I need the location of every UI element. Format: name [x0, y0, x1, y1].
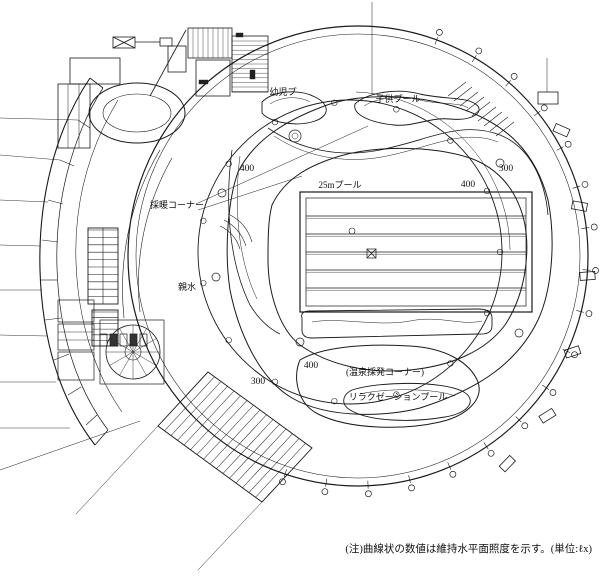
illuminance-400-mid-right: 400 — [461, 180, 476, 190]
illuminance-300-bottom-left: 300 — [251, 377, 266, 387]
footnote: (注)曲線状の数値は維持水平面照度を示す。(単位:ℓx) — [345, 542, 592, 555]
illuminance-contours — [226, 96, 553, 428]
locker-lines — [192, 28, 268, 92]
perimeter-columns — [279, 29, 599, 498]
kids-pool-label: 子供プール — [375, 93, 420, 104]
stream-curves — [219, 127, 549, 335]
illuminance-values: 400 300 400 400 300 — [240, 164, 514, 387]
stairs-main — [87, 227, 119, 347]
annex-partitions — [41, 119, 98, 426]
kids-pool — [354, 90, 480, 126]
infant-pool — [261, 91, 327, 143]
building-outline — [127, 25, 589, 487]
annex-leader-lines — [0, 117, 79, 429]
onsen-corner-label: (温泉採発コーナー) — [346, 366, 424, 377]
left-annex — [0, 77, 173, 446]
hatched-ramp — [157, 371, 313, 503]
outside-equipment — [498, 91, 596, 473]
plan-labels: 幼児プ 子供プール 25mプール 採暖コーナー 親水 (温泉採発コーナー) リラ… — [150, 86, 447, 402]
lower-left-rooms — [57, 299, 148, 381]
top-rooms — [149, 27, 269, 97]
infant-pool-label: 幼児プ — [269, 86, 296, 97]
relaxation-pool — [343, 382, 471, 421]
illuminance-400-top-left: 400 — [240, 164, 255, 174]
warming-corner-label: 採暖コーナー — [150, 199, 204, 210]
oval-room — [57, 57, 186, 149]
spiral-stair — [99, 319, 165, 385]
pool-25m — [299, 191, 533, 313]
slide-steps — [447, 81, 515, 137]
pool-25m-label: 25mプール — [318, 180, 361, 190]
equipment-symbol — [112, 36, 173, 49]
pool-center-mark — [366, 248, 377, 259]
misc-circles — [211, 158, 524, 347]
onsen-band — [301, 308, 493, 339]
illuminance-400-bottom: 400 — [304, 361, 319, 371]
shinsui-label: 親水 — [178, 281, 196, 292]
relaxation-pool-label: リラクゼーションプール — [349, 391, 448, 402]
interior-columns — [200, 99, 504, 405]
illuminance-300-top-right: 300 — [499, 164, 514, 174]
